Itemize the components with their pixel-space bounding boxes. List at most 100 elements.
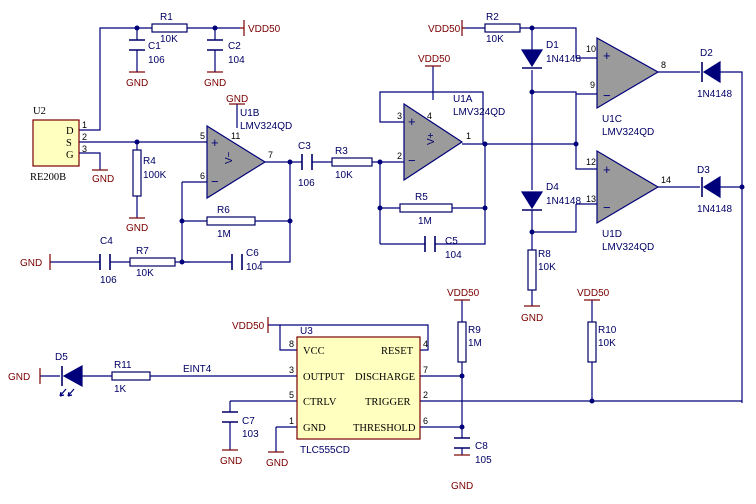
schematic-shape xyxy=(575,144,597,170)
schematic-shape xyxy=(59,388,67,397)
label-resistors-r8-ref: R8 xyxy=(538,249,551,260)
label-resistors-r10-val: 10K xyxy=(598,338,616,349)
label-diodes-d1-ref: D1 xyxy=(546,40,559,51)
label-signs-plus: + xyxy=(408,114,416,129)
label-timer-left_pins-3: GND xyxy=(303,423,326,434)
junction-dot xyxy=(377,159,383,165)
schematic-shape xyxy=(296,336,421,440)
label-power-vdd: VDD50 xyxy=(248,24,281,35)
schematic-shape xyxy=(720,71,743,403)
schematic-shape xyxy=(403,102,464,182)
label-opamps-u1a-ref: U1A xyxy=(453,94,473,105)
label-pin_numbers-u1b-3: 11 xyxy=(231,131,240,141)
junction-dot xyxy=(529,229,535,235)
schematic-shape xyxy=(596,149,660,225)
opamp-u1c: + − 10 9 8 U1C LMV324QD xyxy=(586,36,666,138)
resistor-r10 xyxy=(587,321,597,363)
schematic-shape xyxy=(575,40,597,59)
junction-dot xyxy=(212,25,218,31)
label-resistors-r8-val: 10K xyxy=(538,262,556,273)
label-pin_numbers-u1a-1: 2 xyxy=(397,151,402,161)
resistor-r8 xyxy=(527,249,537,291)
label-pin_numbers-u1a-0: 3 xyxy=(397,111,402,121)
label-capacitors-c4-ref: C4 xyxy=(100,236,113,247)
label-timer-left_pins-1: OUTPUT xyxy=(303,372,345,383)
label-resistors-r11-val: 1K xyxy=(114,384,127,395)
junction-dot xyxy=(377,205,383,211)
label-resistors-r10-ref: R10 xyxy=(598,325,617,336)
label-resistors-r9-val: 1M xyxy=(468,338,482,349)
label-resistors-r7-ref: R7 xyxy=(136,246,149,257)
resistor-r9 xyxy=(457,321,467,363)
label-power-gnd: GND xyxy=(20,258,42,269)
junctions xyxy=(134,25,745,430)
net-label-eint4: EINT4 xyxy=(183,364,212,375)
schematic-shape xyxy=(596,36,660,110)
label-opamps-u1c-val: LMV324QD xyxy=(602,127,654,138)
capacitor-c3 xyxy=(301,154,313,170)
label-timer-right_pins-3: THRESHOLD xyxy=(353,423,416,434)
label-capacitors-c6-val: 104 xyxy=(246,262,263,273)
label-signs-vminus: V− xyxy=(224,151,235,164)
label-timer-left_nums-1: 3 xyxy=(289,365,294,375)
label-signs-minus: − xyxy=(603,88,611,103)
label-capacitors-c1-val: 106 xyxy=(148,55,165,66)
resistor-r2 xyxy=(484,23,521,33)
label-capacitors-c7-val: 103 xyxy=(242,429,259,440)
label-power-gnd: GND xyxy=(126,223,148,234)
resistor-r11 xyxy=(111,371,151,381)
label-resistors-r2-val: 10K xyxy=(486,34,504,45)
junction-dot xyxy=(287,159,293,165)
label-resistors-r5-ref: R5 xyxy=(415,192,428,203)
label-diodes-d3-ref: D3 xyxy=(697,165,710,176)
label-power-gnd: GND xyxy=(126,78,148,89)
label-pin_numbers-u1b-0: 5 xyxy=(200,131,205,141)
label-signs-minus: − xyxy=(408,153,416,168)
schematic-shape xyxy=(379,91,484,144)
label-sensor-nums-0: 1 xyxy=(82,120,87,130)
diode-d3 xyxy=(702,175,721,199)
label-sensor-pins-2: G xyxy=(66,150,74,161)
junction-dot xyxy=(589,398,595,404)
opamp-u1d: + − 12 13 14 U1D LMV324QD xyxy=(586,149,671,253)
label-pin_numbers-u1d-1: 13 xyxy=(586,194,596,204)
opamp-u1a: + − 3 2 1 4 V+ U1A LMV324QD xyxy=(397,94,505,182)
label-signs-minus: − xyxy=(603,200,611,215)
label-resistors-r2-ref: R2 xyxy=(486,12,499,23)
schematic-shape xyxy=(520,27,577,40)
label-sensor-pins-0: D xyxy=(66,126,74,137)
label-capacitors-c5-ref: C5 xyxy=(445,236,458,247)
label-pin_numbers-u1b-1: 6 xyxy=(200,171,205,181)
label-timer-right_nums-2: 2 xyxy=(423,390,428,400)
label-power-vdd: VDD50 xyxy=(232,321,265,332)
label-opamps-u1b-val: LMV324QD xyxy=(240,121,292,132)
led-d5 xyxy=(62,364,83,388)
resistors: R1 10K R2 10K R3 10K R4 100K R5 1M R6 1M… xyxy=(111,12,617,395)
capacitor-c1 xyxy=(129,39,145,51)
resistor-r5 xyxy=(399,203,453,213)
label-diodes-d4-ref: D4 xyxy=(546,182,559,193)
label-capacitors-c8-ref: C8 xyxy=(475,441,488,452)
junction-dot xyxy=(459,373,465,379)
diode-d4 xyxy=(520,191,544,210)
label-power-gnd: GND xyxy=(226,94,248,105)
label-resistors-r6-ref: R6 xyxy=(217,205,230,216)
label-signs-minus: − xyxy=(211,174,219,189)
label-capacitors-c7-ref: C7 xyxy=(242,416,255,427)
schematic-shape xyxy=(260,162,291,263)
opamp-u1b: + − 5 6 7 11 V− U1B LMV324QD xyxy=(200,108,292,200)
label-resistors-r4-ref: R4 xyxy=(143,156,156,167)
label-timer-ref: U3 xyxy=(300,326,313,337)
capacitors: C1 106 C2 104 C3 106 C4 106 C5 104 C6 10… xyxy=(99,39,492,466)
label-resistors-r4-val: 100K xyxy=(143,170,167,181)
label-capacitors-c8-val: 105 xyxy=(475,455,492,466)
schematic-shape xyxy=(268,324,297,351)
label-power-vdd: VDD50 xyxy=(418,54,451,65)
label-signs-plus: + xyxy=(603,48,611,63)
label-pin_numbers-u1b-2: 7 xyxy=(268,150,273,160)
schematic-shape xyxy=(532,91,577,124)
junction-dot xyxy=(482,205,488,211)
schematic-shape xyxy=(240,20,245,36)
capacitor-c2 xyxy=(207,39,223,51)
